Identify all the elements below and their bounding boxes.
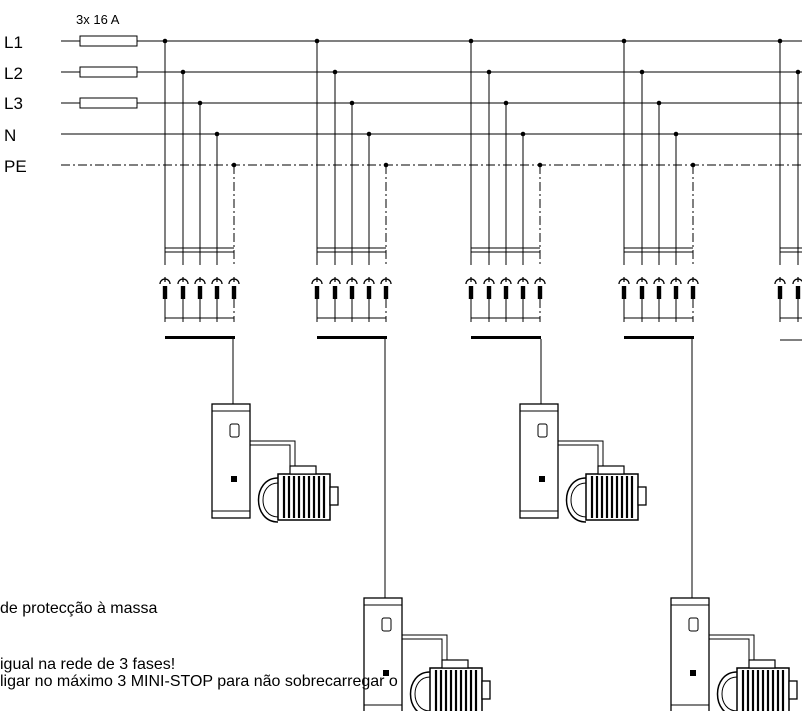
socket-outlet: [346, 277, 358, 299]
feeder-4: [618, 38, 798, 711]
drive-display: [229, 423, 240, 438]
socket-outlet: [687, 277, 699, 299]
feeder-1: [159, 38, 339, 523]
drive-logo: [231, 476, 237, 482]
socket-outlet: [483, 277, 495, 299]
drive-unit: [211, 403, 339, 523]
socket-outlet: [194, 277, 206, 299]
line-label-l3: L3: [4, 94, 23, 113]
socket-outlet: [774, 277, 786, 299]
plug-bar: [471, 336, 541, 339]
drive-unit: [670, 597, 798, 711]
fuse-3: [79, 97, 138, 109]
motor: [409, 659, 491, 711]
feeder-2: [311, 38, 491, 711]
terminal-box: [748, 659, 776, 669]
line-label-n: N: [4, 126, 17, 145]
socket-outlet: [329, 277, 341, 299]
drive-unit: [519, 403, 647, 523]
motor: [716, 659, 798, 711]
socket-outlet: [517, 277, 529, 299]
socket-outlet: [636, 277, 648, 299]
fuse-2: [79, 66, 138, 78]
note-three-phase: igual na rede de 3 fases!: [0, 656, 176, 673]
socket-outlet: [311, 277, 323, 299]
terminal-box: [289, 465, 317, 475]
socket-outlet: [363, 277, 375, 299]
socket-outlet: [228, 277, 240, 299]
socket-outlet: [380, 277, 392, 299]
socket-outlet: [534, 277, 546, 299]
socket-outlet: [618, 277, 630, 299]
line-label-l2: L2: [4, 64, 23, 83]
drive-display: [537, 423, 548, 438]
motor: [565, 465, 647, 523]
socket-outlet: [653, 277, 665, 299]
note-protection: de protecção à massa: [0, 600, 158, 617]
feeder-5: [774, 38, 802, 341]
drive-display: [381, 617, 392, 632]
drive-unit: [363, 597, 491, 711]
socket-outlet: [177, 277, 189, 299]
plug-bar: [317, 336, 387, 339]
socket-outlet: [670, 277, 682, 299]
socket-outlet: [465, 277, 477, 299]
drive-logo: [690, 670, 696, 676]
line-label-pe: PE: [4, 157, 27, 176]
plug-bar: [624, 336, 694, 339]
drive-display: [688, 617, 699, 632]
drive-logo: [383, 670, 389, 676]
fuse-1: [79, 35, 138, 47]
socket-outlet: [211, 277, 223, 299]
terminal-box: [441, 659, 469, 669]
drive-logo: [539, 476, 545, 482]
terminal-box: [597, 465, 625, 475]
socket-outlet: [792, 277, 802, 299]
fuse-rating-label: 3x 16 A: [76, 12, 120, 27]
plug-bar: [165, 336, 235, 339]
motor: [257, 465, 339, 523]
line-label-l1: L1: [4, 33, 23, 52]
feeder-3: [465, 38, 647, 523]
socket-outlet: [159, 277, 171, 299]
socket-outlet: [500, 277, 512, 299]
note-max-ministop: ligar no máximo 3 MINI-STOP para não sob…: [0, 673, 398, 690]
